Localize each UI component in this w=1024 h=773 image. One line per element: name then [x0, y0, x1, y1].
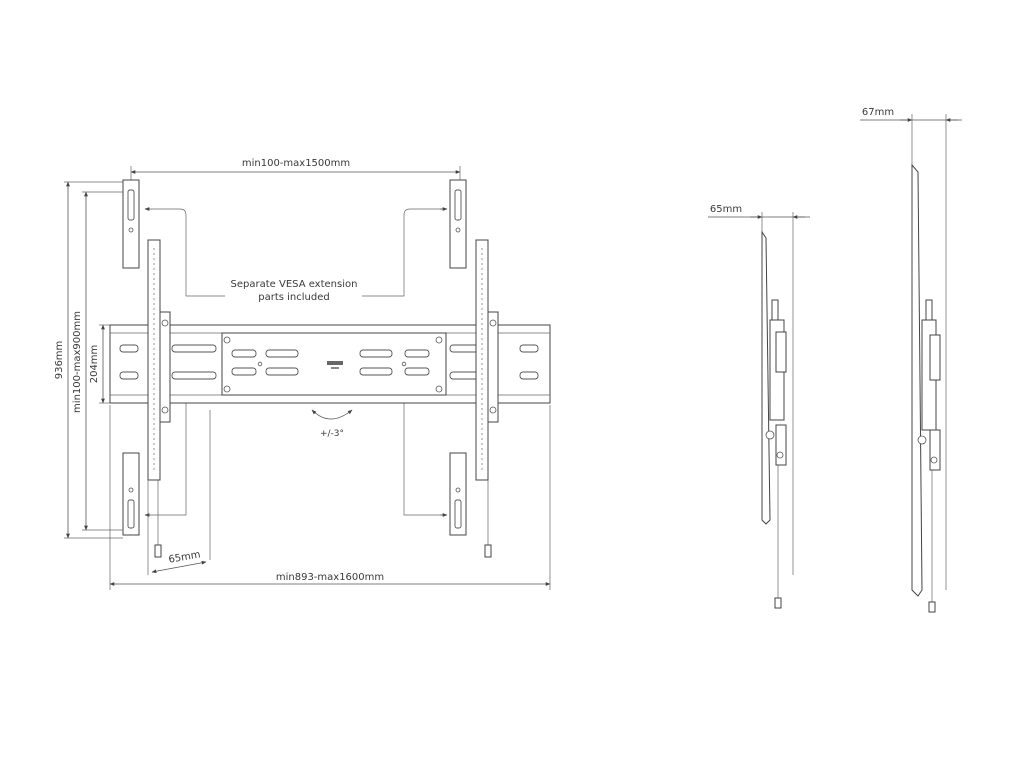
height-vesa-label: min100-max900mm	[72, 311, 83, 413]
vesa-width-dimension: min100-max1500mm	[130, 158, 461, 180]
height-plate-label: 204mm	[89, 345, 100, 384]
side-depth-dimension-65: 65mm	[708, 204, 810, 232]
height-total-dimension: 936mm	[54, 181, 123, 539]
vesa-extension-left	[122, 179, 140, 536]
side-depth-label-65: 65mm	[710, 204, 742, 215]
brand-logo-icon	[327, 361, 343, 369]
height-total-label: 936mm	[54, 341, 65, 380]
mounting-arm-left	[147, 239, 171, 558]
side-profile-67: 67mm	[860, 107, 962, 613]
mounting-arm-right	[475, 239, 499, 558]
vesa-note-line1: Separate VESA extension	[231, 279, 358, 290]
front-view: min100-max1500mm	[54, 158, 551, 590]
tilt-label: +/-3°	[320, 429, 344, 439]
arm-depth-label: 65mm	[168, 549, 202, 565]
tilt-indicator: +/-3°	[311, 409, 353, 439]
vesa-width-label: min100-max1500mm	[242, 158, 350, 169]
side-depth-dimension-67: 67mm	[860, 107, 962, 165]
curved-double-arrow-icon	[311, 409, 353, 420]
side-depth-label-67: 67mm	[862, 107, 894, 118]
plate-width-label: min893-max1600mm	[276, 572, 384, 583]
extension-callout-lines	[144, 207, 448, 517]
side-profile-65: 65mm	[708, 204, 810, 609]
vesa-note-line2: parts included	[258, 292, 329, 303]
vesa-extension-right	[449, 179, 467, 536]
height-plate-dimension: 204mm	[89, 324, 110, 404]
height-vesa-dimension: min100-max900mm	[72, 191, 123, 531]
plate-width-dimension: min893-max1600mm	[109, 405, 551, 590]
